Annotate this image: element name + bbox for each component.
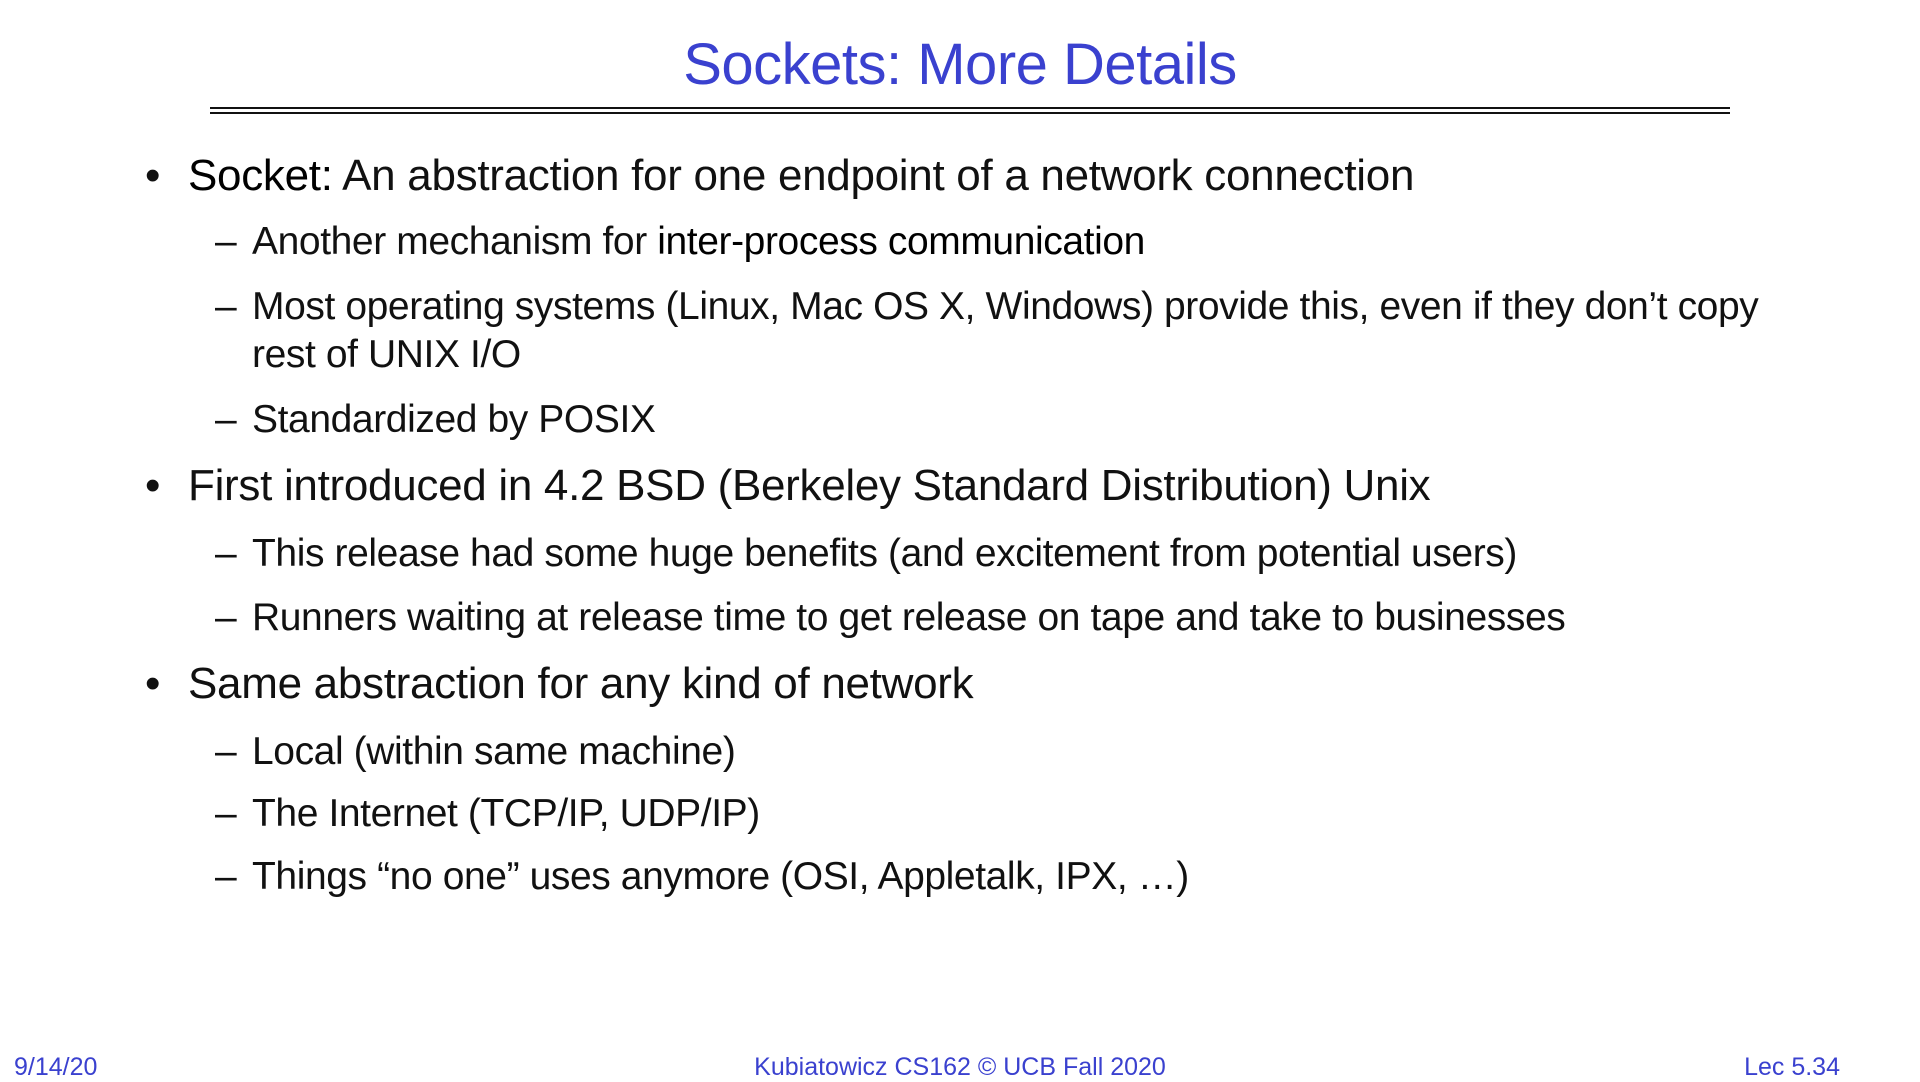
sub-bullet-text: Most operating systems (Linux, Mac OS X,… <box>252 285 1759 376</box>
sub-bullet-text: Standardized by POSIX <box>252 398 656 441</box>
title-divider <box>210 107 1730 114</box>
bullet-body: An abstraction for one endpoint of a net… <box>332 151 1415 200</box>
bullet-term-socket: Socket: <box>188 151 333 200</box>
sub-bullet-text: Things “no one” uses anymore (OSI, Apple… <box>252 855 1189 898</box>
bullet-dot-icon: • <box>145 461 161 510</box>
bullet-text: First introduced in 4.2 BSD (Berkeley St… <box>188 461 1431 510</box>
sub-bullet-prefix: Another mechanism for <box>252 220 658 263</box>
footer-date: 9/14/20 <box>14 1053 98 1081</box>
footer-course: Kubiatowicz CS162 © UCB Fall 2020 <box>754 1053 1166 1081</box>
sub-bullet-text: This release had some huge benefits (and… <box>252 532 1517 575</box>
slide-title: Sockets: More Details <box>683 32 1237 97</box>
sub-bullet-term: inter-process communication <box>657 220 1145 263</box>
sub-bullet-text: The Internet (TCP/IP, UDP/IP) <box>252 792 760 835</box>
dash-icon: – <box>215 532 237 575</box>
footer-lecture-number: Lec 5.34 <box>1744 1053 1840 1081</box>
dash-icon: – <box>215 792 237 835</box>
dash-icon: – <box>215 855 237 898</box>
bullet-text: Socket: An abstraction for one endpoint … <box>188 151 1748 201</box>
sub-bullet-text: Local (within same machine) <box>252 730 736 773</box>
bullet-dot-icon: • <box>145 659 161 708</box>
dash-icon: – <box>215 398 237 441</box>
dash-icon: – <box>215 730 237 773</box>
dash-icon: – <box>215 220 237 263</box>
bullet-text: Same abstraction for any kind of network <box>188 659 974 708</box>
dash-icon: – <box>215 596 237 639</box>
dash-icon: – <box>215 285 237 328</box>
bullet-dot-icon: • <box>145 151 161 200</box>
sub-bullet-text: Another mechanism for inter-process comm… <box>252 218 1762 266</box>
sub-bullet-text: Runners waiting at release time to get r… <box>252 596 1566 639</box>
